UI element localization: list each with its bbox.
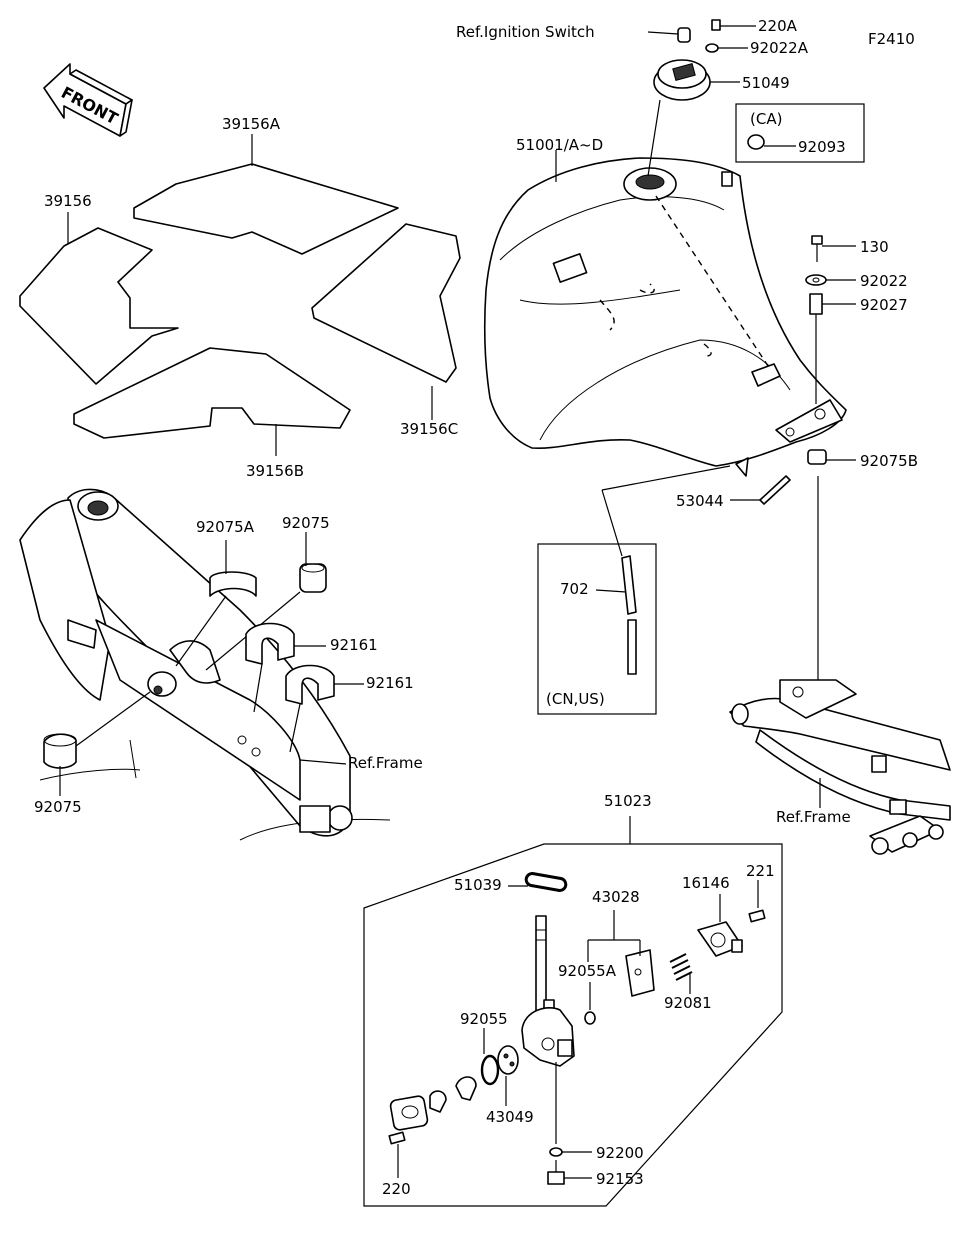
fuel-cock-box bbox=[363, 843, 783, 1207]
label-43049: 43049 bbox=[486, 1108, 534, 1126]
filter-43049-icon bbox=[497, 1045, 519, 1075]
label-39156B: 39156B bbox=[246, 462, 304, 480]
leader-92075-bottom-frame bbox=[75, 691, 151, 747]
figure-code: F2410 bbox=[868, 30, 915, 48]
bolt-92153-icon bbox=[547, 1160, 565, 1185]
bolt-130-icon bbox=[811, 235, 823, 262]
label-702: 702 bbox=[560, 580, 589, 598]
spring-92081-icon bbox=[669, 953, 693, 981]
label-39156A: 39156A bbox=[222, 115, 281, 133]
label-92161-a: 92161 bbox=[330, 636, 378, 654]
damper-92075A-icon bbox=[209, 571, 257, 597]
label-92081: 92081 bbox=[664, 994, 712, 1012]
ca-box bbox=[735, 103, 865, 163]
label-92075A: 92075A bbox=[196, 518, 255, 536]
label-51049: 51049 bbox=[742, 74, 790, 92]
label-ref-frame-left: Ref.Frame bbox=[348, 754, 423, 772]
label-92093: 92093 bbox=[798, 138, 846, 156]
hose-53044 bbox=[759, 475, 791, 505]
damper-92075-top-icon bbox=[299, 563, 327, 593]
damper-92075-bottom-icon bbox=[43, 733, 77, 769]
label-92055: 92055 bbox=[460, 1010, 508, 1028]
pad-39156B bbox=[73, 347, 351, 439]
leader-92161-a-frame bbox=[253, 663, 263, 713]
label-92022A: 92022A bbox=[750, 39, 809, 57]
pad-39156A bbox=[133, 163, 399, 255]
leader-92075A-frame bbox=[175, 595, 227, 667]
damper-92075B-icon bbox=[807, 449, 827, 465]
washer-92022-icon bbox=[805, 274, 827, 286]
label-39156C: 39156C bbox=[400, 420, 458, 438]
leader-ref-frame-left bbox=[299, 759, 347, 765]
screw-220-icon bbox=[388, 1131, 406, 1145]
leader-ref-ignition bbox=[647, 31, 679, 35]
fuel-cap-51049 bbox=[653, 59, 711, 101]
oring-92055A-icon bbox=[584, 1011, 596, 1025]
pad-39156C bbox=[311, 223, 461, 383]
screw-221-icon bbox=[748, 909, 766, 923]
screw-220A-icon bbox=[711, 19, 721, 31]
leader-92161-b-frame bbox=[289, 703, 301, 753]
label-53044: 53044 bbox=[676, 492, 724, 510]
nut-92093-icon bbox=[747, 134, 765, 150]
label-ref-ignition: Ref.Ignition Switch bbox=[456, 23, 595, 41]
label-51001: 51001/A~D bbox=[516, 136, 603, 154]
label-92161-b: 92161 bbox=[366, 674, 414, 692]
label-130: 130 bbox=[860, 238, 889, 256]
cnus-box bbox=[537, 543, 657, 715]
leader-tank-702b bbox=[601, 489, 623, 557]
label-43028: 43028 bbox=[592, 888, 640, 906]
label-ca: (CA) bbox=[750, 110, 782, 128]
label-92153: 92153 bbox=[596, 1170, 644, 1188]
frame-left bbox=[19, 488, 391, 841]
label-92200: 92200 bbox=[596, 1144, 644, 1162]
fuel-tank bbox=[484, 157, 847, 477]
label-92075B: 92075B bbox=[860, 452, 918, 470]
frame-right bbox=[729, 679, 951, 855]
lever-parts-icon bbox=[389, 1076, 477, 1131]
washer-92022A-icon bbox=[705, 43, 719, 53]
label-39156: 39156 bbox=[44, 192, 92, 210]
washer-92200-icon bbox=[549, 1147, 563, 1157]
collar-92027-icon bbox=[809, 293, 823, 315]
label-cnus: (CN,US) bbox=[546, 690, 605, 708]
oring-92055-icon bbox=[480, 1054, 500, 1086]
fuel-cock-body bbox=[521, 915, 575, 1144]
label-92075-top: 92075 bbox=[282, 514, 330, 532]
pad-39156 bbox=[19, 227, 179, 385]
leader-702 bbox=[595, 589, 627, 593]
hose-702 bbox=[621, 555, 637, 675]
ignition-key-part bbox=[677, 27, 691, 43]
leader-cap-tank bbox=[647, 99, 661, 177]
seal-51039-icon bbox=[524, 872, 568, 892]
clamp-92161-a-icon bbox=[245, 622, 295, 665]
label-16146: 16146 bbox=[682, 874, 730, 892]
label-221: 221 bbox=[746, 862, 775, 880]
label-ref-frame-right: Ref.Frame bbox=[776, 808, 851, 826]
clamp-92161-b-icon bbox=[285, 664, 335, 705]
label-92022: 92022 bbox=[860, 272, 908, 290]
label-92075-bottom: 92075 bbox=[34, 798, 82, 816]
label-92055A: 92055A bbox=[558, 962, 617, 980]
label-92027: 92027 bbox=[860, 296, 908, 314]
front-arrow-icon: FRONT bbox=[43, 63, 133, 137]
leader-tank-702 bbox=[601, 465, 731, 491]
cap-16146-icon bbox=[697, 921, 743, 957]
label-51039: 51039 bbox=[454, 876, 502, 894]
label-51023: 51023 bbox=[604, 792, 652, 810]
label-220: 220 bbox=[382, 1180, 411, 1198]
label-220A: 220A bbox=[758, 17, 798, 35]
cover-43028-icon bbox=[625, 949, 655, 997]
